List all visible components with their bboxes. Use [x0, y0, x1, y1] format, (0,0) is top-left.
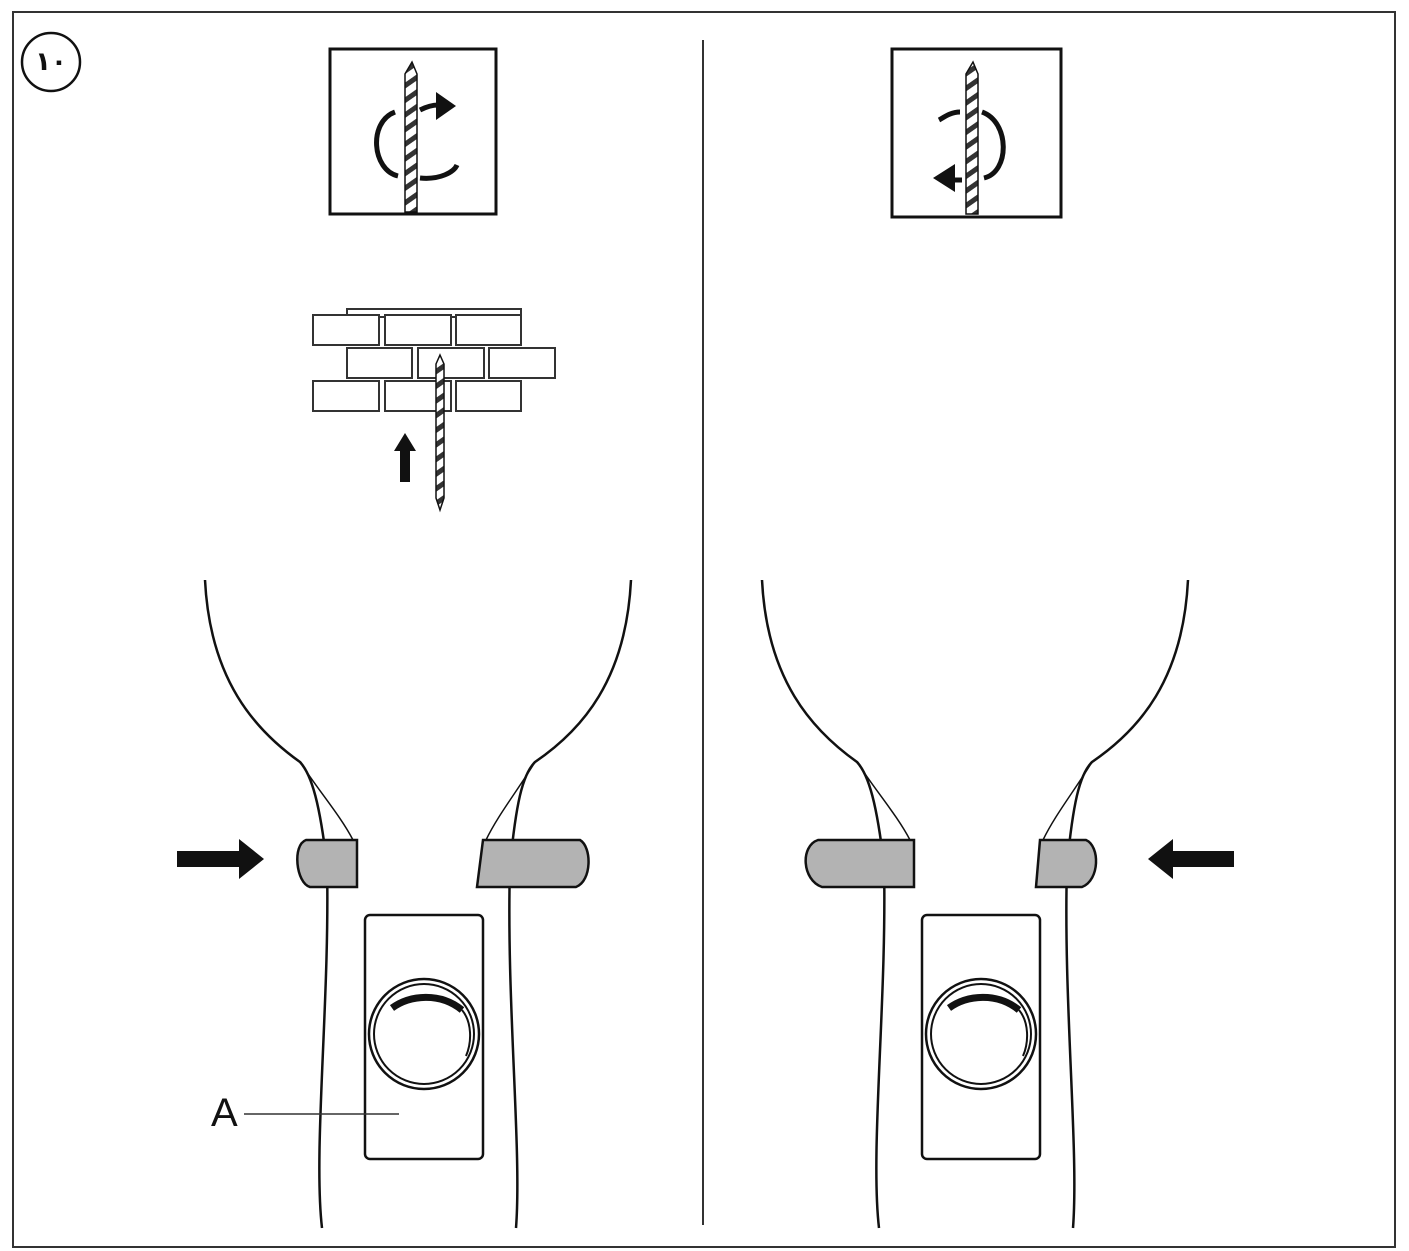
arrow-right-icon: [177, 839, 264, 879]
brick-wall-icon: [312, 308, 556, 412]
grip-pad-right-2: [1034, 838, 1098, 889]
drill-bit-rotate-reverse-icon: [890, 47, 1063, 219]
outer-border: [12, 11, 1396, 1248]
drill-bit-rotate-forward-icon: [328, 47, 498, 216]
step-number-circle: [20, 31, 82, 93]
direction-switch-left: [363, 913, 485, 1161]
direction-dial-icon: [367, 977, 481, 1091]
arrow-up-icon: [394, 433, 416, 482]
arrow-left-icon: [1148, 839, 1234, 879]
direction-switch-right: [920, 913, 1042, 1161]
grip-pad-right: [475, 838, 590, 889]
callout-a: A: [211, 1091, 238, 1135]
drill-bit-icon: [435, 353, 445, 513]
step-number: ١٠: [35, 47, 67, 77]
grip-pad-left: [296, 838, 359, 889]
grip-pad-left-2: [804, 838, 916, 889]
drill-handle-left: [203, 579, 633, 1229]
drill-handle-right: [760, 579, 1190, 1229]
direction-dial-icon-2: [924, 977, 1038, 1091]
